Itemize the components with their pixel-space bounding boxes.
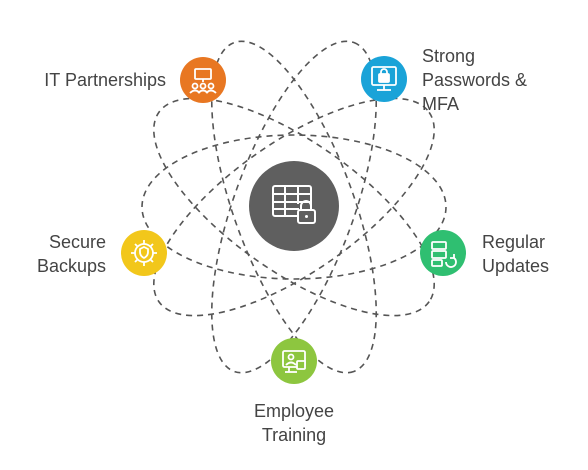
node-it-partnerships xyxy=(180,57,226,103)
people-group-icon xyxy=(189,68,217,94)
gear-shield-icon xyxy=(131,240,157,266)
node-secure-backups xyxy=(121,230,167,276)
center-hub xyxy=(249,161,339,251)
label-regular-updates: Regular Updates xyxy=(482,230,549,278)
label-line: IT Partnerships xyxy=(44,70,166,90)
label-line: Strong xyxy=(422,46,476,66)
table-lock-icon xyxy=(272,185,316,224)
label-strong-passwords: Strong Passwords & MFA xyxy=(422,44,527,116)
label-line: Regular xyxy=(482,232,546,252)
orbit-ellipse-5 xyxy=(210,40,378,374)
orbit-ellipse-4 xyxy=(210,40,378,374)
label-line: Training xyxy=(261,425,327,445)
monitor-user-icon xyxy=(282,350,306,373)
label-line: Backups xyxy=(36,256,106,276)
label-employee-training: Employee Training xyxy=(214,399,374,447)
label-line: Passwords & xyxy=(422,70,528,90)
orbit-ellipse-1 xyxy=(141,134,447,280)
label-line: Secure xyxy=(48,232,106,252)
monitor-lock-icon xyxy=(371,66,397,91)
orbit-ellipse-2 xyxy=(152,97,436,317)
label-line: MFA xyxy=(422,94,460,114)
server-refresh-icon xyxy=(431,241,457,268)
label-it-partnerships: IT Partnerships xyxy=(44,68,166,92)
label-line: Employee xyxy=(253,401,335,421)
node-employee-training xyxy=(271,338,317,384)
label-line: Updates xyxy=(482,256,550,276)
label-secure-backups: Secure Backups xyxy=(37,230,106,278)
node-regular-updates xyxy=(420,230,466,276)
node-strong-passwords xyxy=(361,56,407,102)
